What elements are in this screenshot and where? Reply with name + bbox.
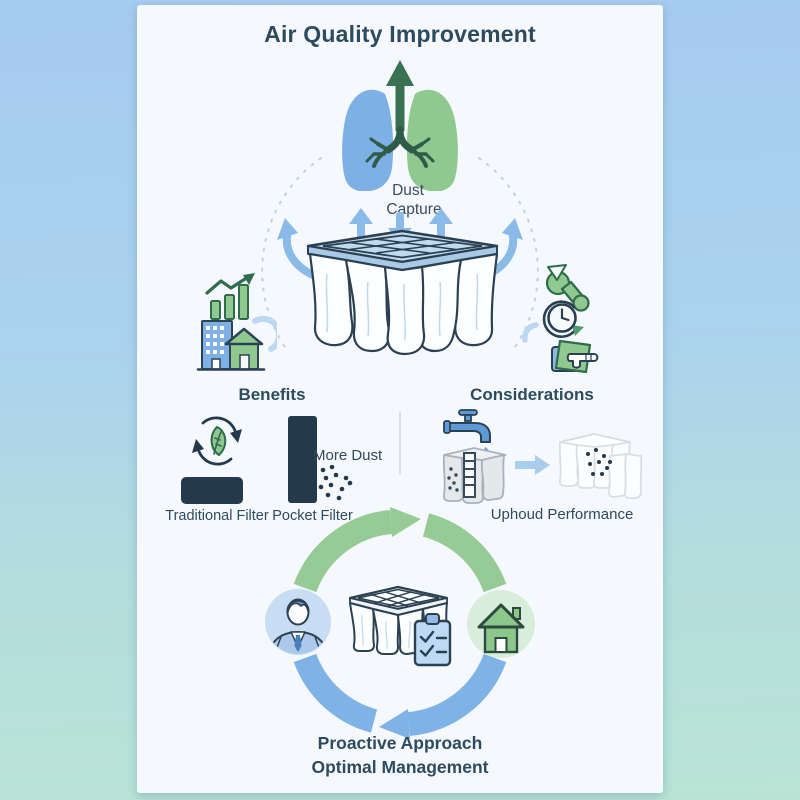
manager-person-icon [265, 589, 331, 655]
traditional-filter-label: Traditional Filter [165, 508, 269, 524]
infographic-card: Air Quality Improvement Dust C [137, 5, 663, 793]
right-lung [406, 89, 458, 191]
benefit-arc-accent [252, 315, 277, 352]
dust-particles [318, 465, 353, 501]
cycle-caption-line1: Proactive Approach [317, 733, 483, 753]
cycle-caption: Proactive Approach Optimal Management [137, 732, 663, 779]
pocket-filter-icon [348, 585, 449, 655]
pocket-filter-bar [288, 416, 317, 503]
more-dust-label: More Dust [313, 447, 383, 464]
pocket-creases [325, 273, 479, 341]
cycle-arrow-blue [293, 653, 507, 739]
building-house-icon [196, 320, 266, 371]
clean-filter-icon [558, 433, 643, 499]
clock-cycle-icon [542, 300, 584, 338]
pocket-filter-illustration [277, 208, 523, 356]
captured-dust-dots [586, 448, 612, 476]
dashed-circle-arcs [261, 157, 539, 351]
uphoud-performance-label: Uphoud Performance [490, 506, 634, 523]
growth-chart-icon [205, 273, 255, 320]
eco-leaf-cycle-icon [192, 416, 242, 466]
home-icon [467, 590, 535, 658]
airflow-up-arrow-icon [386, 60, 414, 132]
filter-pockets [308, 252, 499, 356]
washed-filter-icon [442, 447, 507, 504]
page-title: Air Quality Improvement [264, 21, 536, 47]
filter-grid [349, 238, 456, 254]
building-windows [206, 326, 224, 354]
considerations-heading: Considerations [470, 385, 594, 404]
arrow-right-icon [515, 455, 550, 475]
left-lung [342, 89, 394, 191]
section-divider [399, 411, 401, 475]
checklist-icon [413, 613, 452, 667]
management-cycle [265, 507, 535, 739]
cycle-arrow-green [293, 507, 507, 593]
lungs-icon [342, 60, 458, 191]
cycle-caption-line2: Optimal Management [311, 756, 489, 777]
bronchi [365, 126, 435, 168]
consideration-arc-accent [522, 322, 539, 343]
benefits-heading: Benefits [238, 385, 306, 404]
traditional-filter-bar [181, 477, 243, 504]
pocket-filter-label: Pocket Filter [272, 508, 353, 524]
wrench-icon [545, 264, 590, 312]
hand-filter-icon [551, 339, 599, 374]
considerations-icons [522, 264, 599, 374]
